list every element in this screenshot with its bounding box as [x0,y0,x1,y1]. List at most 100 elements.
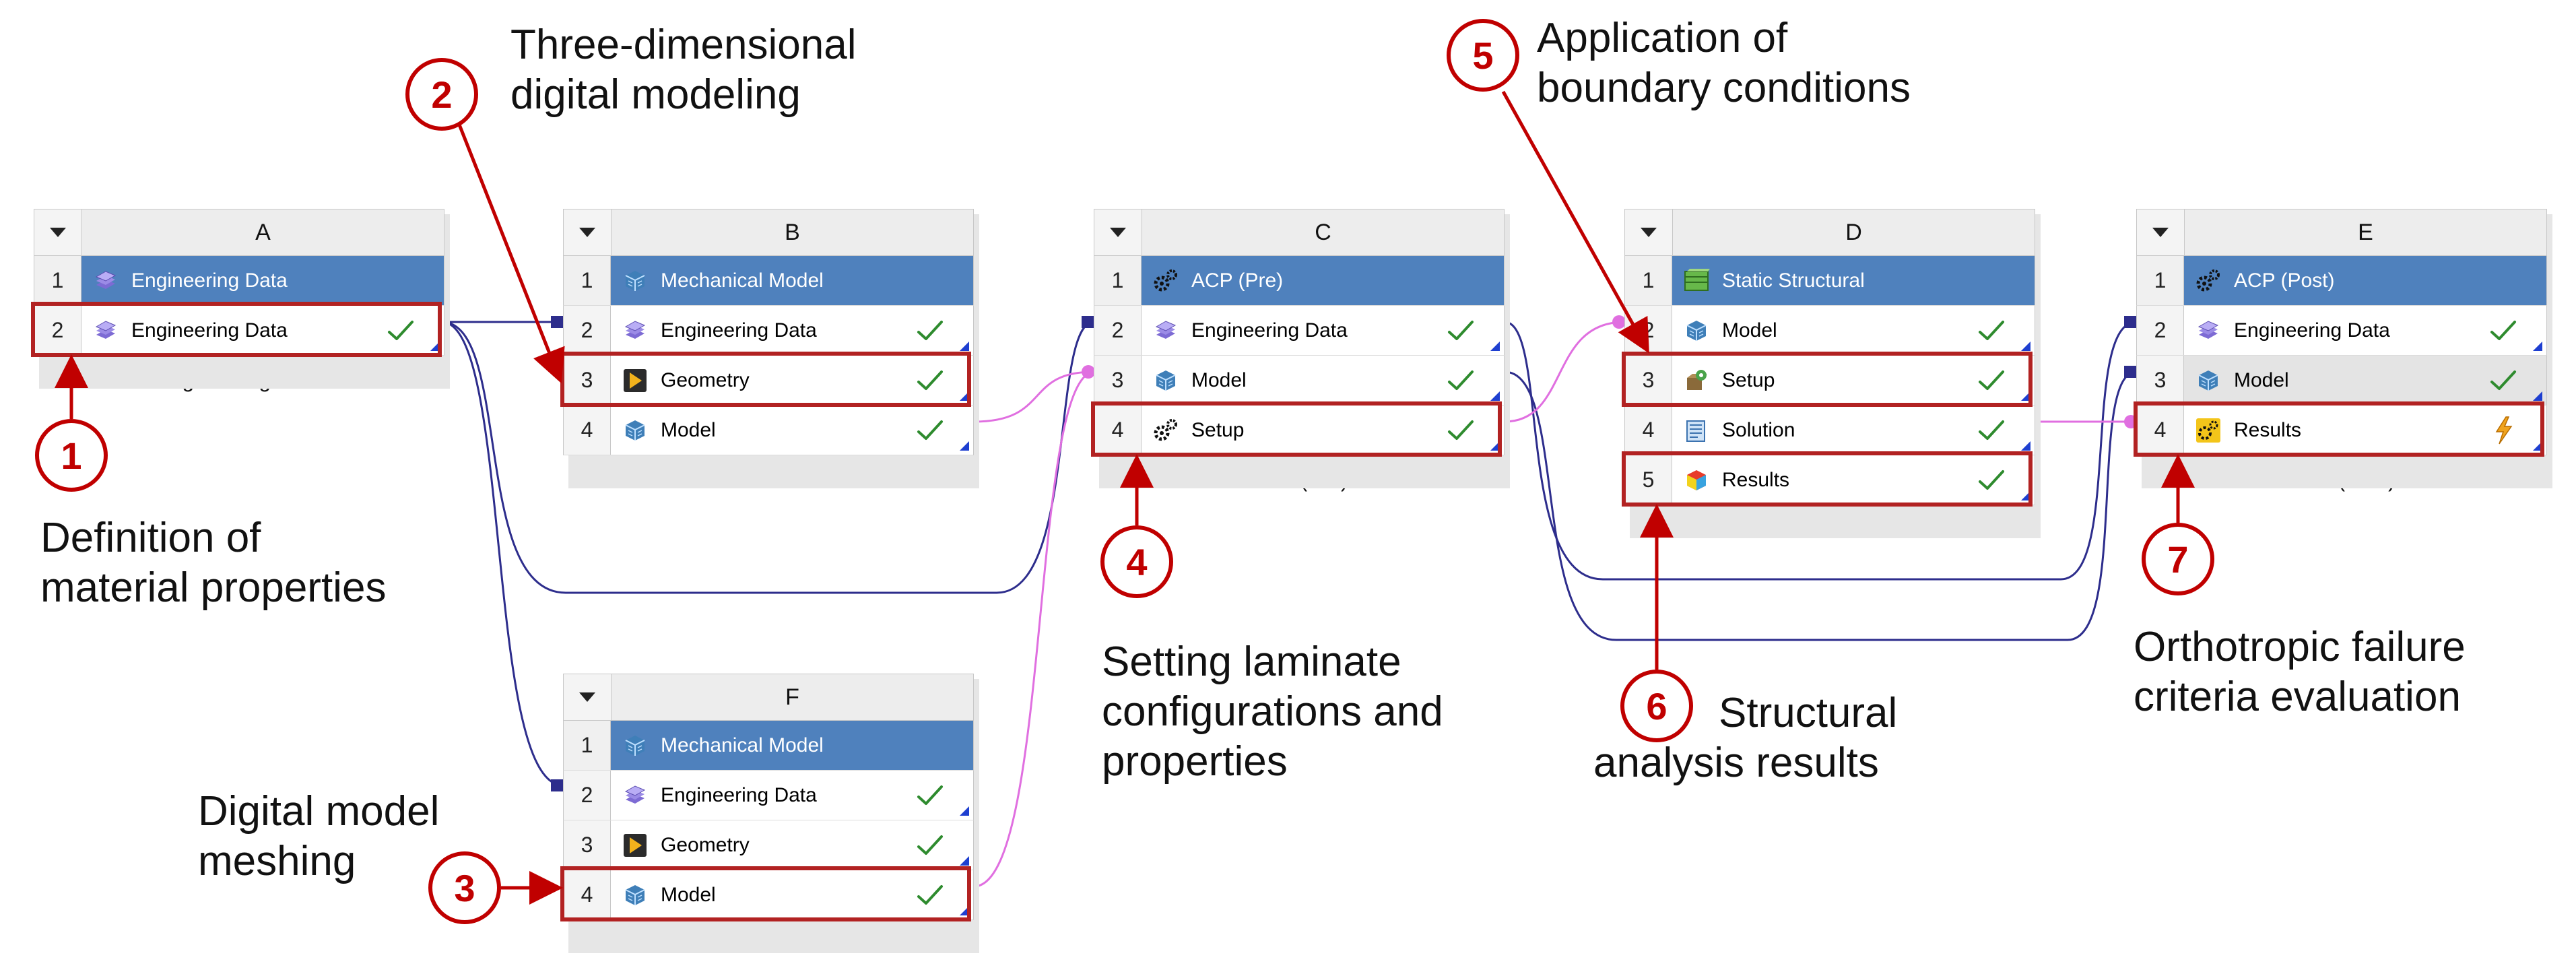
highlight-F-model [560,866,971,921]
badge-3: 3 [428,851,501,924]
badge-6: 6 [1620,670,1693,742]
system-header[interactable]: D [1624,209,2035,256]
system-menu-arrow-icon[interactable] [1625,209,1673,255]
cell-number: 1 [2137,256,2184,305]
engineering-data-icon [622,782,649,809]
engineering-data-icon [1152,317,1179,344]
annotation-2-text: Three-dimensional digital modeling [510,20,856,120]
annotation-line: Three-dimensional [510,22,857,68]
badge-2: 2 [405,58,478,131]
cell-number: 1 [564,256,611,305]
cell-number: 2 [1094,306,1142,355]
up-to-date-check-icon [1971,314,2012,348]
system-header[interactable]: B [563,209,974,256]
annotation-line: Application of [1537,15,1788,61]
annotation-line: boundary conditions [1537,65,1911,111]
model-icon [2195,367,2222,394]
link-square-endpoint-2 [551,779,563,791]
up-to-date-check-icon [2483,314,2523,348]
cell-label: Model [661,418,716,441]
system-header[interactable]: E [2136,209,2547,256]
cell-C2[interactable]: 2 Engineering Data [1094,306,1505,356]
geometry-icon [622,832,649,859]
annotation-line: digital modeling [510,71,801,118]
engineering-data-icon [92,267,119,294]
refresh-required-icon [2483,414,2523,447]
acp-gears-icon [1152,267,1179,294]
annotation-line: Digital model [198,788,440,835]
link-F4-C3 [973,370,1094,888]
annotation-5-text: Application of boundary conditions [1537,13,1911,113]
system-header[interactable]: C [1094,209,1505,256]
cell-number: 1 [1625,256,1672,305]
cell-label: Engineering Data [131,269,288,292]
mechanical-model-icon [622,267,649,294]
up-to-date-check-icon [1441,314,1481,348]
highlight-C-setup [1091,401,1502,457]
annotation-line: analysis results [1593,740,1879,786]
up-to-date-check-icon [381,314,421,348]
system-header[interactable]: A [34,209,444,256]
results-gears-icon [2195,417,2222,444]
engineering-data-icon [622,317,649,344]
highlight-E-results [2134,401,2544,457]
annotation-line: meshing [198,838,356,884]
cell-label: Setup [1191,418,1245,441]
engineering-data-icon [92,317,119,344]
cell-number: 3 [564,820,611,870]
system-menu-arrow-icon[interactable] [34,209,82,255]
setup-gears-icon [1152,417,1179,444]
system-header[interactable]: F [563,674,974,721]
cell-number: 3 [2137,356,2184,405]
system-menu-arrow-icon[interactable] [564,674,612,720]
cell-corner-triangle-icon [960,441,969,451]
link-B4-C3 [973,370,1094,423]
cell-corner-triangle-icon [2533,441,2542,451]
badge-7: 7 [2142,523,2214,595]
cell-corner-triangle-icon [1490,342,1500,351]
system-letter: E [2185,209,2546,255]
up-to-date-check-icon [910,779,950,812]
cell-number: 4 [1625,406,1672,455]
annotation-4-text: Setting laminate configurations and prop… [1102,637,1443,787]
cell-label: Engineering Data [1191,319,1348,342]
system-menu-arrow-icon[interactable] [2137,209,2185,255]
cell-corner-triangle-icon [1490,391,1500,401]
system-menu-arrow-icon[interactable] [1094,209,1142,255]
cell-label: Engineering Data [661,783,817,806]
up-to-date-check-icon [910,829,950,862]
link-dot-endpoint-1 [1612,315,1626,329]
link-C4-D2 [1504,321,1625,423]
annotation-1-text: Definition of material properties [40,513,386,613]
cell-label: Model [1191,368,1247,391]
up-to-date-check-icon [1441,414,1481,447]
system-menu-arrow-icon[interactable] [564,209,612,255]
cell-corner-triangle-icon [2021,342,2030,351]
